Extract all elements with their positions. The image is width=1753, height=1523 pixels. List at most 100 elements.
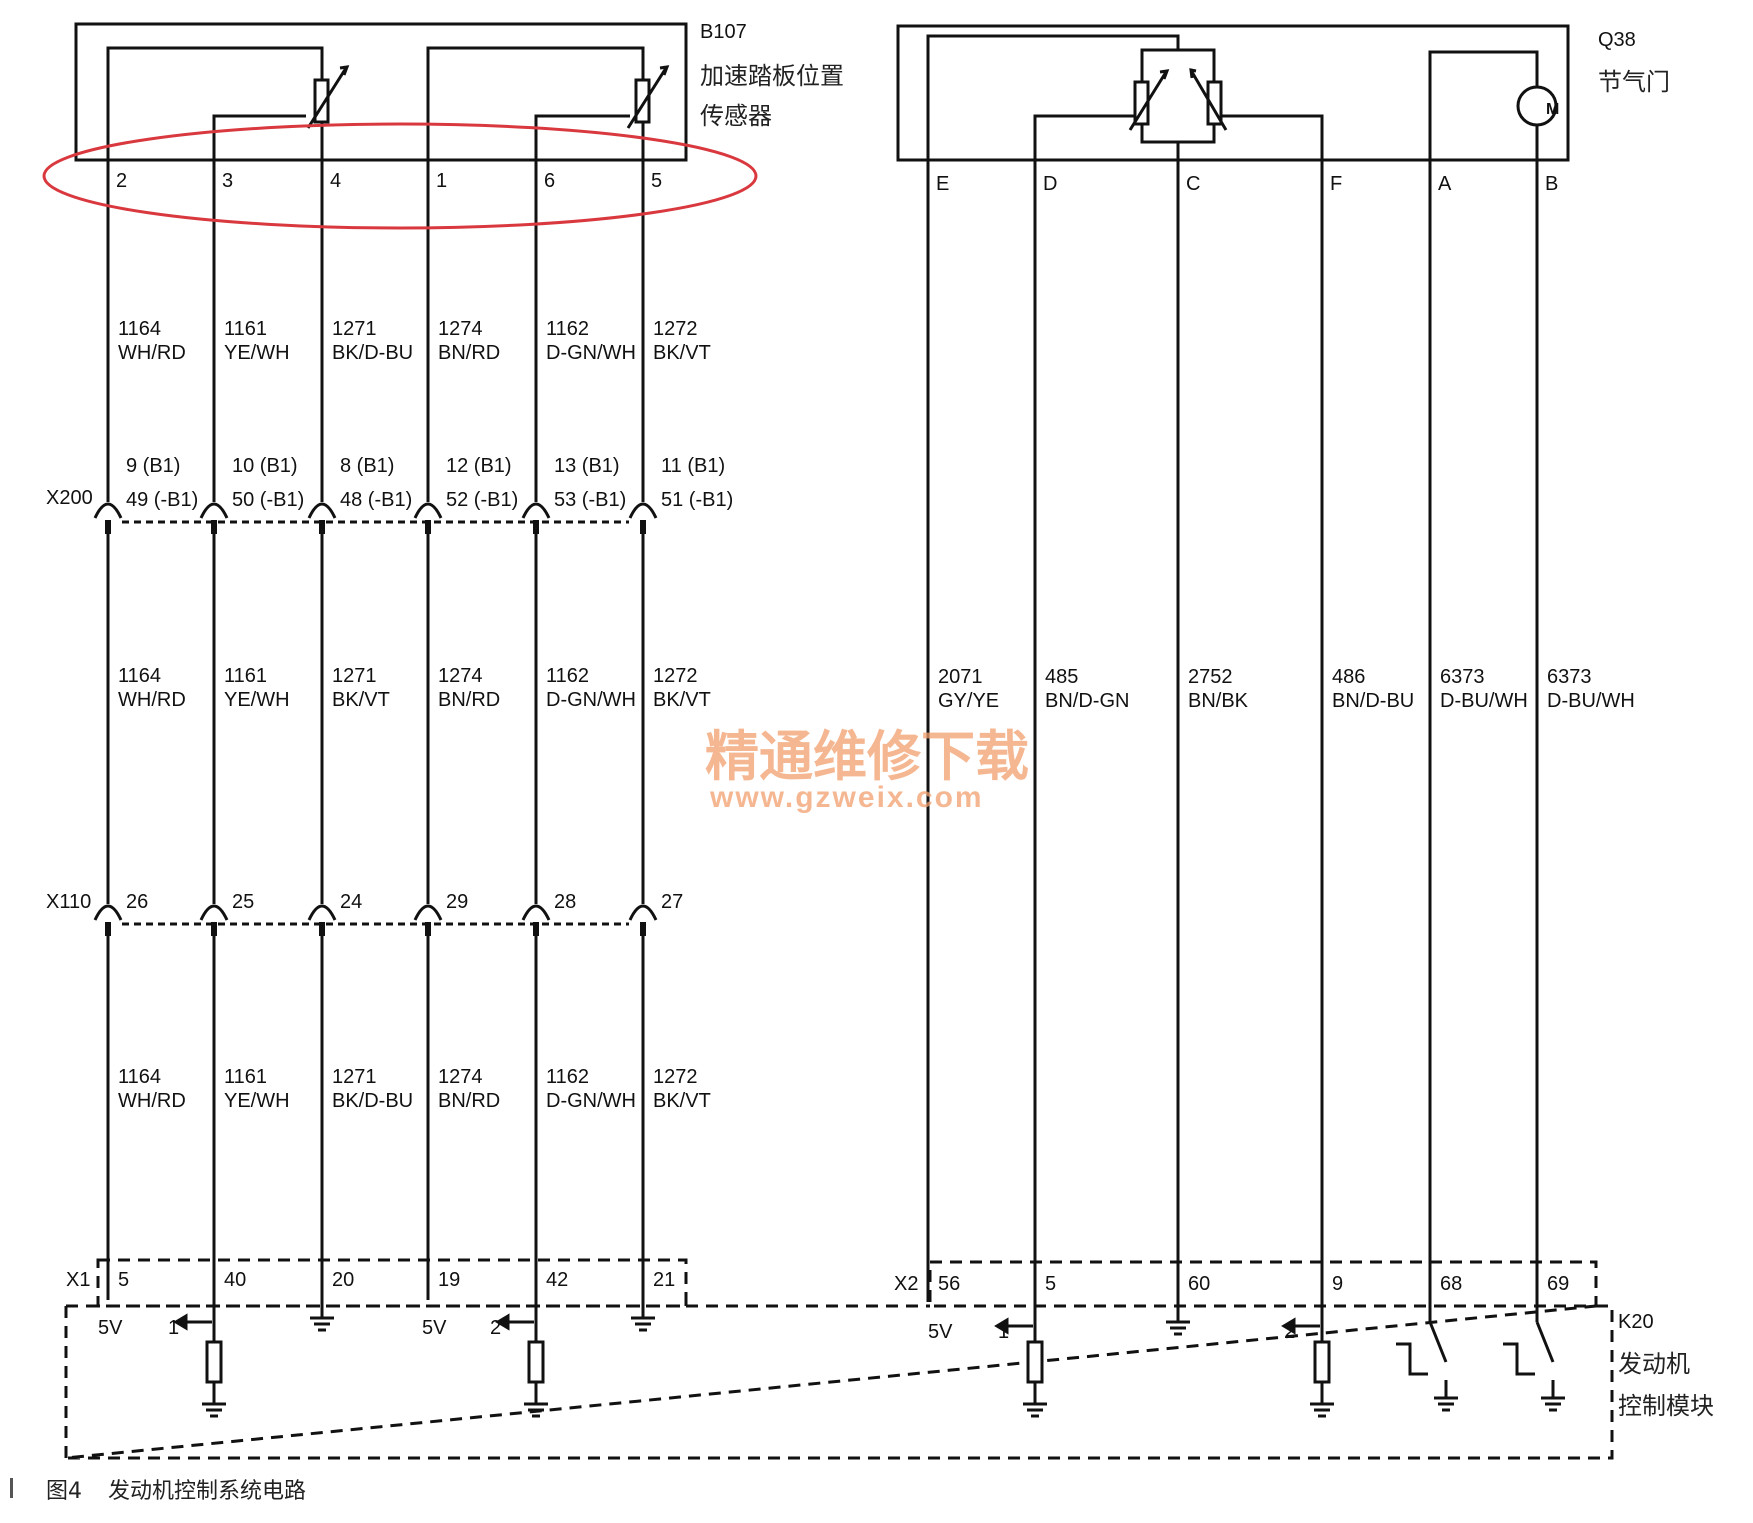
x200-socket xyxy=(521,502,551,519)
ecm-input-485-signal-arrow xyxy=(994,1317,1009,1335)
right-wire-label-color: D-BU/WH xyxy=(1547,690,1635,712)
q38-wiper-d xyxy=(1033,114,1134,176)
q38-pin: A xyxy=(1438,173,1452,195)
x2-name: X2 xyxy=(894,1273,918,1295)
x110-pin-body xyxy=(319,922,325,936)
caption-bar xyxy=(10,1478,13,1498)
left-wire-lower-label-color: YE/WH xyxy=(224,1090,290,1112)
motor-symbol xyxy=(1516,85,1558,127)
x200-socket xyxy=(413,502,443,519)
left-wire-lower-label-number: 1162 xyxy=(546,1066,589,1088)
left-wire-lower-label-color: BK/D-BU xyxy=(332,1090,413,1112)
ecm-signal-2-right: 2 xyxy=(1284,1321,1295,1343)
q38-pin: B xyxy=(1545,173,1558,195)
x200-pin: 50 (-B1) xyxy=(232,489,304,511)
motor-driver-switch xyxy=(1428,1321,1448,1363)
b107-pin: 6 xyxy=(544,170,555,192)
x2-pin: 69 xyxy=(1547,1273,1569,1295)
x110-pin-body xyxy=(105,922,111,936)
x200-pin-b1: 13 (B1) xyxy=(554,455,620,477)
x1-name: X1 xyxy=(66,1269,90,1291)
left-wire-lower-label-number: 1161 xyxy=(224,1066,267,1088)
x110-socket xyxy=(521,904,551,921)
x200-pin-b1: 11 (B1) xyxy=(661,455,725,477)
x1-pin: 5 xyxy=(118,1269,129,1291)
left-wire-upper-label-number: 1161 xyxy=(224,318,267,340)
x200-pin: 48 (-B1) xyxy=(340,489,412,511)
right-wire-label-color: BN/D-GN xyxy=(1045,690,1129,712)
x200-socket xyxy=(93,502,123,519)
x200-pin: 53 (-B1) xyxy=(554,489,626,511)
ecm-input-1162-pullup-resistor xyxy=(527,1340,545,1384)
x2-pin: 9 xyxy=(1332,1273,1343,1295)
ecm-signal-1-right: 1 xyxy=(998,1321,1009,1343)
ecm-5v-pin19: 5V xyxy=(422,1317,447,1339)
q38-ref: Q38 xyxy=(1598,29,1636,51)
x200-pin-body xyxy=(211,520,217,534)
motor-driver-control xyxy=(1396,1342,1428,1376)
left-wire-lower-label-number: 1274 xyxy=(438,1066,483,1088)
k20-name-line2: 控制模块 xyxy=(1618,1392,1714,1420)
b107-pin: 2 xyxy=(116,170,127,192)
x110-socket xyxy=(628,904,658,921)
left-wire-lower-label-color: BN/RD xyxy=(438,1090,500,1112)
x1-pin: 20 xyxy=(332,1269,354,1291)
pot-arrow-left xyxy=(306,67,348,129)
left-wire-middle-label-number: 1274 xyxy=(438,665,483,687)
x110-pin-body xyxy=(533,922,539,936)
x200-pin: 52 (-B1) xyxy=(446,489,518,511)
ecm-input-1162-signal-arrow xyxy=(495,1313,510,1331)
x110-pin: 26 xyxy=(126,891,148,913)
x200-pin: 49 (-B1) xyxy=(126,489,198,511)
x110-socket xyxy=(413,904,443,921)
left-wire-upper-label-number: 1274 xyxy=(438,318,483,340)
x110-pin: 29 xyxy=(446,891,468,913)
x200-pin-b1: 9 (B1) xyxy=(126,455,180,477)
caption-title: 发动机控制系统电路 xyxy=(108,1479,306,1504)
k20-ref: K20 xyxy=(1618,1311,1654,1333)
x2-pin: 68 xyxy=(1440,1273,1462,1295)
x200-pin-b1: 8 (B1) xyxy=(340,455,394,477)
left-wire-middle-label-color: YE/WH xyxy=(224,689,290,711)
left-wire-middle-label-number: 1272 xyxy=(653,665,698,687)
ecm-5v-pin56: 5V xyxy=(928,1321,953,1343)
motor-driver-control xyxy=(1503,1342,1535,1376)
left-wire-middle-label-color: BN/RD xyxy=(438,689,500,711)
left-wire-upper-label-color: YE/WH xyxy=(224,342,290,364)
b107-wiper-right xyxy=(534,114,630,176)
x110-socket xyxy=(93,904,123,921)
potentiometer-right xyxy=(634,78,651,124)
q38-name: 节气门 xyxy=(1598,68,1670,96)
x110-pin-body xyxy=(211,922,217,936)
left-wire-upper-label-number: 1271 xyxy=(332,318,377,340)
left-wire-upper-label-color: WH/RD xyxy=(118,342,186,364)
b107-wiper-left xyxy=(212,114,306,176)
highlight-ellipse xyxy=(42,122,758,230)
x200-pin-body xyxy=(425,520,431,534)
caption-fig: 图4 xyxy=(46,1479,82,1504)
x2-pin: 5 xyxy=(1045,1273,1056,1295)
x2-pin: 60 xyxy=(1188,1273,1210,1295)
x200-pin-body xyxy=(640,520,646,534)
q38-pin: C xyxy=(1186,173,1200,195)
b107-pin: 4 xyxy=(330,170,341,192)
x110-pin: 24 xyxy=(340,891,362,913)
q38-box xyxy=(896,24,1570,162)
x200-socket xyxy=(307,502,337,519)
right-wire-label-color: BN/BK xyxy=(1188,690,1249,712)
b107-ref: B107 xyxy=(700,21,747,43)
x1-outline xyxy=(96,1258,688,1308)
q38-bridge xyxy=(926,34,1216,176)
q38-pin: D xyxy=(1043,173,1057,195)
right-wire-label-number: 6373 xyxy=(1440,666,1485,688)
x1-pin: 19 xyxy=(438,1269,460,1291)
b107-box xyxy=(74,22,688,162)
ecm-input-486-signal-arrow xyxy=(1281,1317,1296,1335)
b107-pin: 3 xyxy=(222,170,233,192)
left-wire-upper-label-number: 1162 xyxy=(546,318,589,340)
b107-pin: 1 xyxy=(436,170,447,192)
x200-pin: 51 (-B1) xyxy=(661,489,733,511)
throttle-pot-arrow-left xyxy=(1128,71,1168,131)
x110-socket xyxy=(199,904,229,921)
x200-name: X200 xyxy=(46,487,93,509)
